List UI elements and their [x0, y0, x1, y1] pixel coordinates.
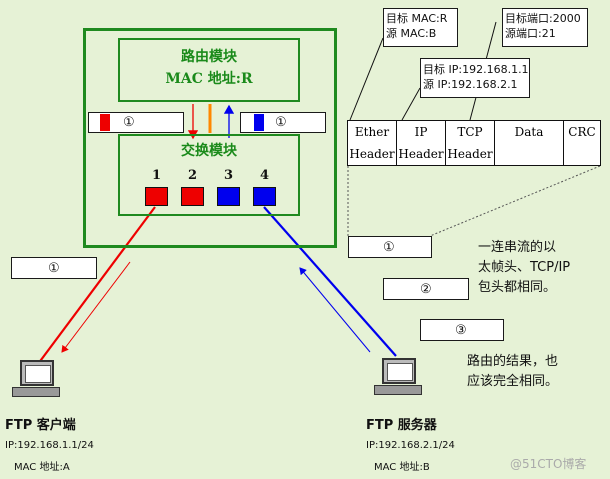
mac-callout-line	[349, 37, 384, 121]
client-pc-screen	[20, 360, 54, 386]
crc-cell-label: CRC	[568, 125, 596, 139]
ether-header-l1: Ether	[354, 125, 390, 139]
dst-ip: 目标 IP:192.168.1.1	[423, 63, 529, 76]
note1-line2: 太帧头、TCP/IP	[478, 260, 571, 275]
note2-line1: 路由的结果，也	[467, 354, 559, 369]
left-bar-red-marker	[100, 114, 110, 131]
server-mac: MAC 地址:B	[374, 462, 430, 473]
client-mac: MAC 地址:A	[14, 462, 70, 473]
port-2-number: 2	[188, 168, 198, 183]
note1-line3: 包头都相同。	[478, 280, 557, 295]
client-pc-base	[12, 387, 60, 397]
data-cell-label: Data	[514, 125, 544, 139]
client-stream-box: ①	[11, 257, 97, 279]
server-name: FTP 服务器	[366, 418, 437, 433]
left-bar-label: ①	[123, 115, 135, 130]
client-pc-icon	[12, 360, 60, 400]
server-ip: IP:192.168.2.1/24	[366, 440, 455, 451]
client-stream-label: ①	[48, 261, 60, 276]
ether-header-l2: Header	[349, 147, 395, 161]
frame-ether-header: Ether Header	[347, 120, 397, 166]
stream-box-2-label: ②	[420, 282, 432, 297]
watermark: @51CTO博客	[510, 457, 587, 471]
note1-line1: 一连串流的以	[478, 240, 557, 255]
port-3-number: 3	[224, 168, 234, 183]
left-stream-bar: ①	[88, 112, 184, 133]
right-bar-label: ①	[275, 115, 287, 130]
routing-module: 路由模块 MAC 地址:R	[118, 38, 300, 102]
client-arrow	[61, 261, 131, 353]
src-mac: 源 MAC:B	[386, 27, 437, 40]
stream-box-3-label: ③	[455, 323, 467, 338]
stream-box-1: ①	[348, 236, 432, 258]
port-1	[145, 187, 168, 206]
server-link-line	[263, 206, 397, 357]
src-ip: 源 IP:192.168.2.1	[423, 78, 518, 91]
note2-line2: 应该完全相同。	[467, 374, 559, 389]
server-pc-screen	[382, 358, 416, 384]
ip-address-box: 目标 IP:192.168.1.1 源 IP:192.168.2.1	[420, 58, 530, 98]
frame-crc: CRC	[563, 120, 601, 166]
mac-address-box: 目标 MAC:R 源 MAC:B	[383, 8, 458, 47]
ip-header-l1: IP	[414, 125, 428, 139]
note-headers-same: 一连串流的以 太帧头、TCP/IP 包头都相同。	[478, 238, 570, 298]
ip-callout-line	[401, 87, 421, 121]
router-mac-label: MAC 地址:R	[165, 71, 253, 87]
src-port: 源端口:21	[505, 27, 556, 40]
right-stream-bar: ①	[240, 112, 326, 133]
port-4-number: 4	[260, 168, 270, 183]
server-arrow	[299, 267, 371, 353]
switching-module: 交换模块	[118, 134, 300, 216]
server-pc-base	[374, 385, 422, 395]
stream-box-2: ②	[383, 278, 469, 300]
routing-module-title: 路由模块	[181, 49, 237, 65]
tcp-header-l1: TCP	[457, 125, 483, 139]
right-bar-blue-marker	[254, 114, 264, 131]
port-3	[217, 187, 240, 206]
dst-port: 目标端口:2000	[505, 12, 581, 25]
stream-box-3: ③	[420, 319, 504, 341]
frame-data: Data	[494, 120, 564, 166]
client-link-line	[34, 206, 156, 369]
tcp-port-box: 目标端口:2000 源端口:21	[502, 8, 588, 47]
client-name: FTP 客户端	[5, 418, 76, 433]
frame-ip-header: IP Header	[396, 120, 446, 166]
dst-mac: 目标 MAC:R	[386, 12, 448, 25]
tcp-header-l2: Header	[447, 147, 493, 161]
switching-module-title: 交换模块	[181, 143, 237, 159]
port-1-number: 1	[152, 168, 162, 183]
port-2	[181, 187, 204, 206]
note-routing-same: 路由的结果，也 应该完全相同。	[467, 352, 558, 392]
port-4	[253, 187, 276, 206]
stream-box-1-label: ①	[383, 240, 395, 255]
frame-tcp-header: TCP Header	[445, 120, 495, 166]
client-ip: IP:192.168.1.1/24	[5, 440, 94, 451]
dotted-fan-right	[429, 165, 601, 237]
router-device	[83, 28, 337, 248]
ip-header-l2: Header	[398, 147, 444, 161]
server-pc-icon	[374, 358, 422, 398]
